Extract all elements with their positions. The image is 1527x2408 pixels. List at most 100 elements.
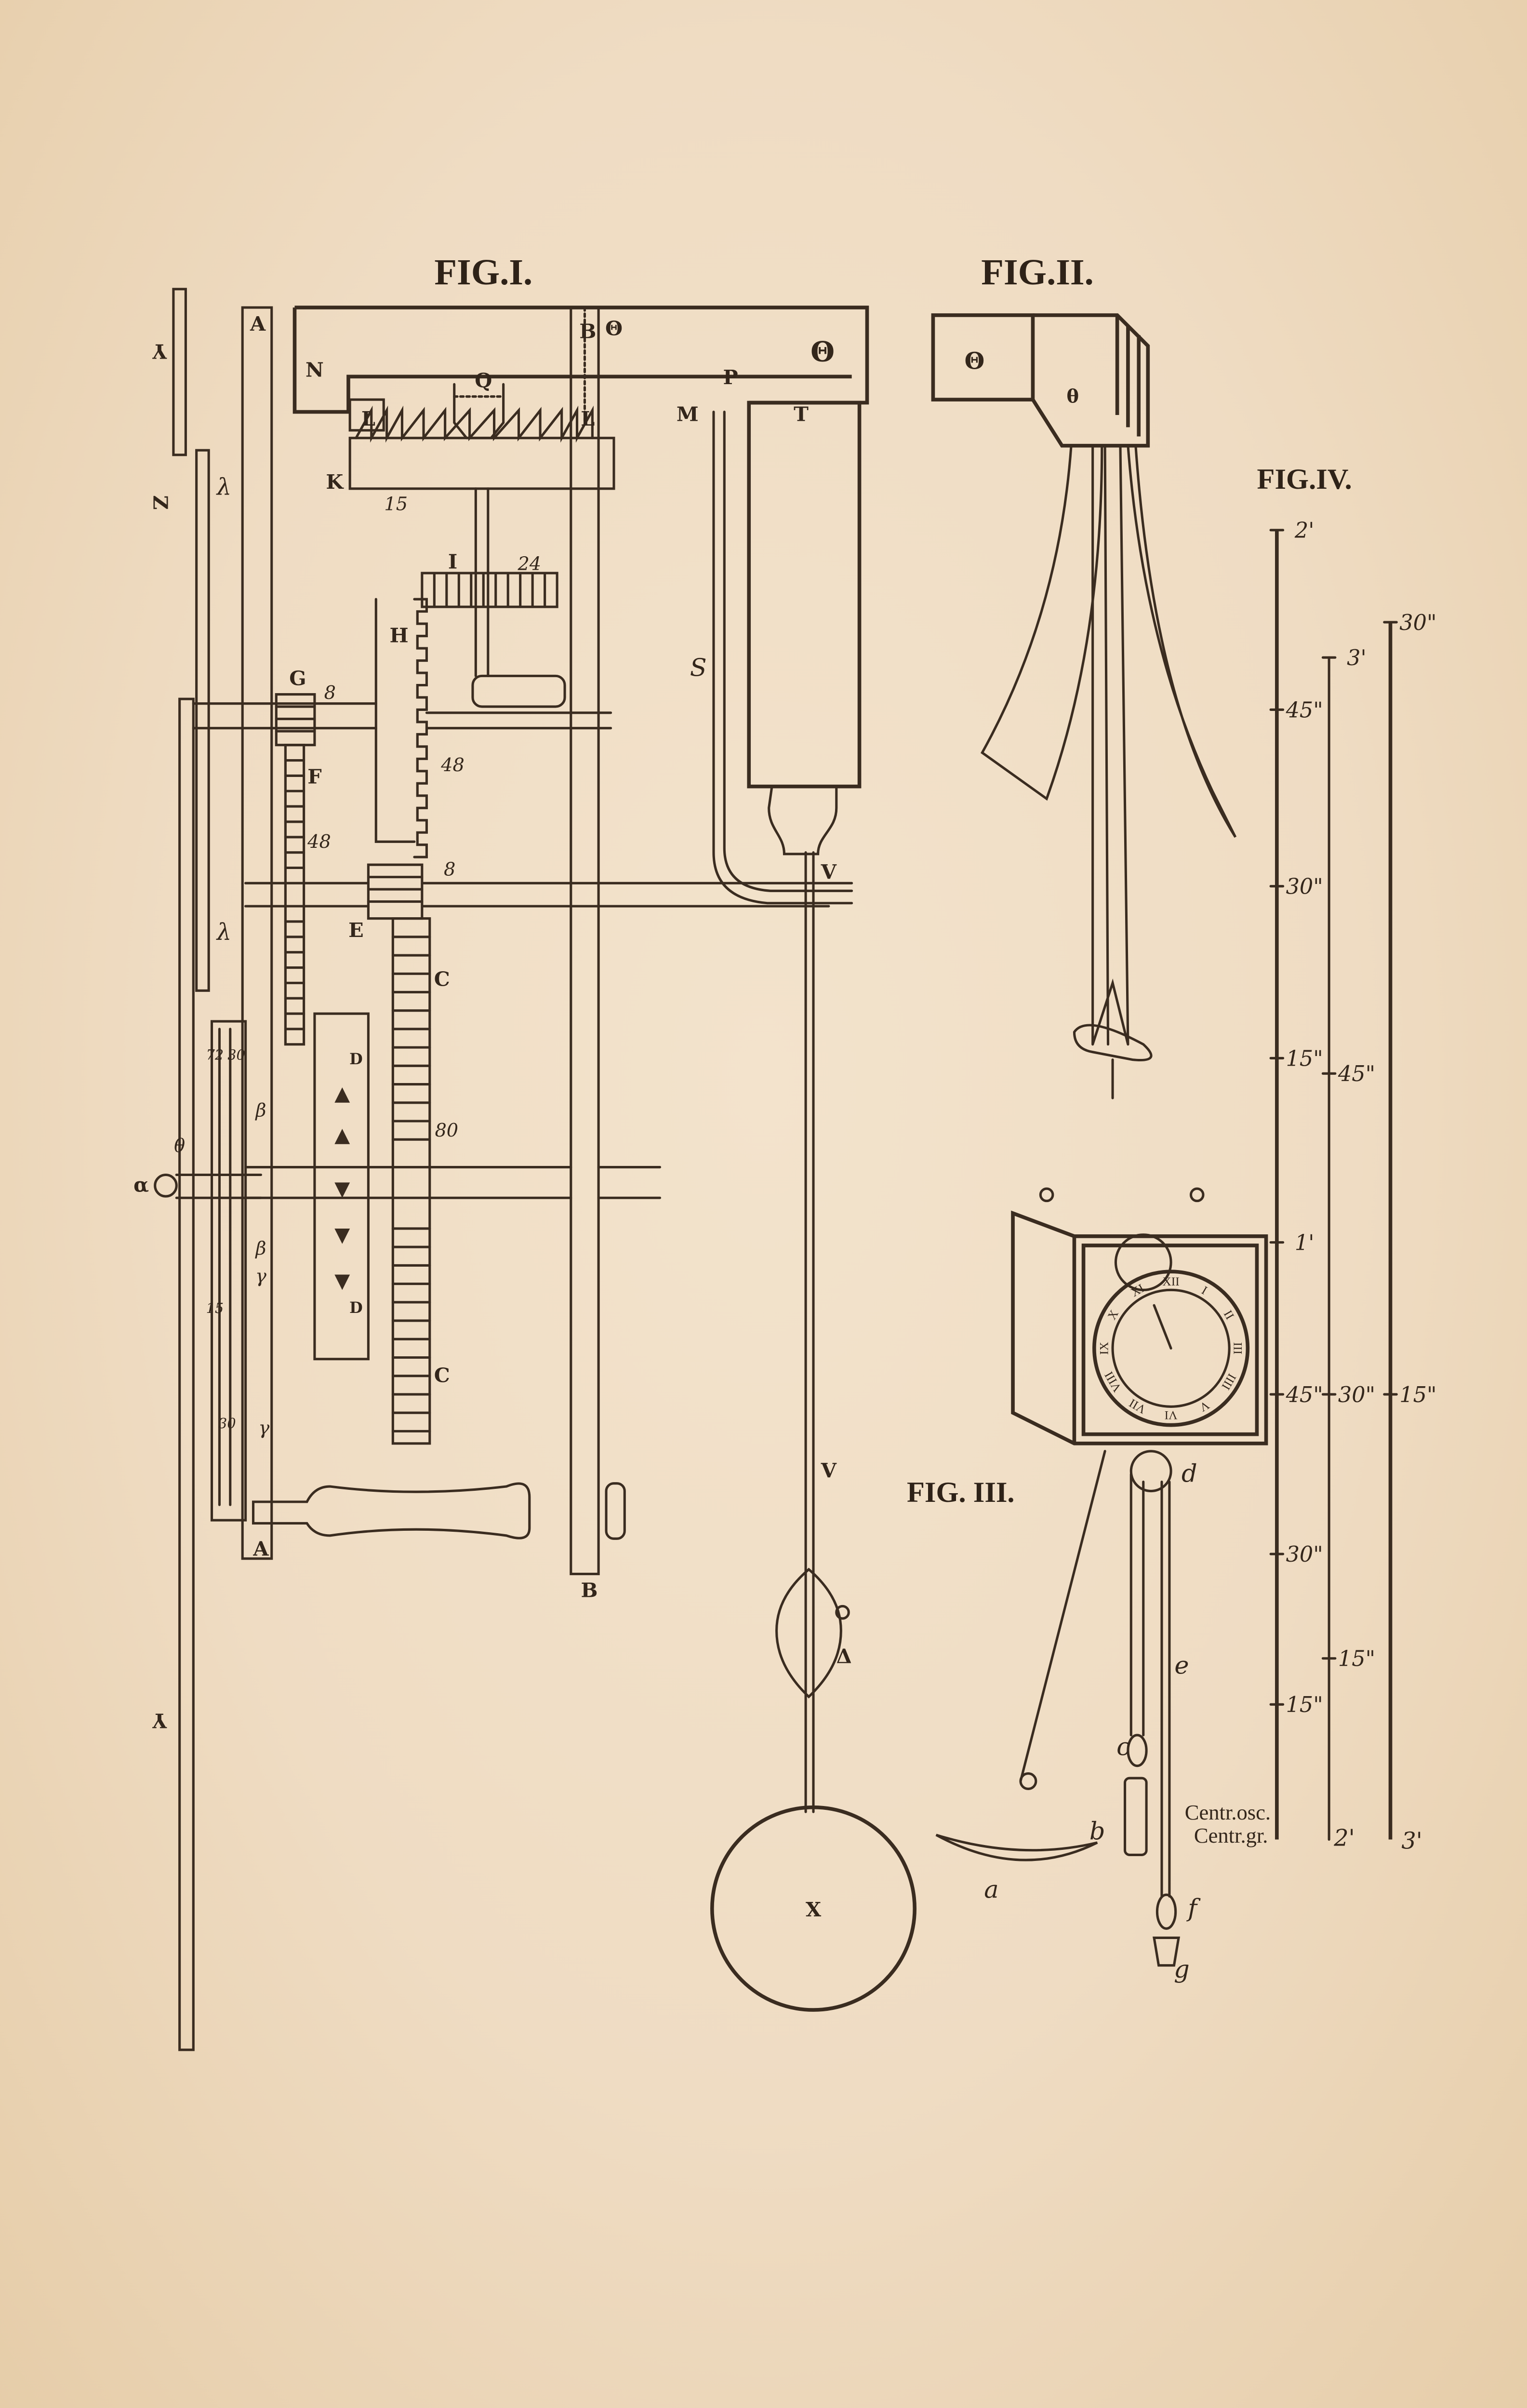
label: 2' (1333, 1825, 1355, 1851)
scale-label: 15" (1286, 1692, 1323, 1717)
weight-b (1124, 1777, 1148, 1856)
label: H (390, 623, 409, 647)
rod-y (172, 288, 187, 456)
plate-a (241, 306, 273, 1560)
label: C (434, 967, 450, 991)
dial-numeral: I (1199, 1283, 1210, 1297)
label: G (289, 666, 306, 690)
fig3-title: FIG. III. (907, 1476, 1015, 1509)
box-t (747, 401, 862, 789)
scale-label: 30" (1286, 1542, 1323, 1567)
cheek-left (981, 444, 1103, 801)
label: Y (152, 1709, 167, 1732)
label: C (434, 1363, 450, 1387)
label: γ (255, 1266, 266, 1287)
label: a (984, 1876, 998, 1904)
dial-numeral: III (1231, 1342, 1245, 1354)
label: λ (216, 919, 231, 946)
label: Q (475, 369, 492, 392)
number: 30 (218, 1415, 236, 1431)
wheel-f (284, 744, 305, 1046)
number: 80 (435, 1120, 459, 1141)
label: I (448, 549, 457, 573)
label: B (579, 320, 596, 343)
label: Y (152, 339, 167, 363)
fig1-title: FIG.I. (434, 252, 532, 293)
dial-numeral: VI (1165, 1408, 1178, 1422)
label-center-oscillation: Centr.osc. (1185, 1800, 1271, 1824)
adjust-screw (835, 1605, 850, 1620)
pinion-e (367, 863, 424, 920)
label: Θ (810, 335, 835, 368)
number: 15 (206, 1300, 224, 1316)
label: g (1174, 1955, 1190, 1984)
label: d (1182, 1459, 1197, 1488)
crown-wheel-k (348, 437, 615, 490)
dial-numeral: V (1197, 1398, 1212, 1415)
scale-label: 45" (1286, 697, 1323, 722)
label: B (581, 1578, 598, 1602)
number: 30 (227, 1047, 245, 1063)
pallet-q (453, 383, 505, 440)
contrate-wheel-h (374, 598, 416, 843)
scale-label: 2' (1294, 518, 1315, 543)
plate-d (313, 1012, 370, 1361)
scale-label: 1' (1295, 1231, 1315, 1256)
number: 48 (440, 755, 465, 776)
dial-numeral: IX (1097, 1342, 1111, 1355)
fig1-labels: A A B B Θ N Q L L M P Θ T K 15 I 24 H G … (133, 312, 852, 1921)
scale-label: 45" (1286, 1382, 1323, 1407)
label: θ (1067, 386, 1079, 407)
scale-label: 15" (1399, 1382, 1436, 1407)
dial-numeral: II (1221, 1308, 1237, 1322)
fig1-clockwork (154, 288, 917, 2051)
label: Θ (605, 316, 623, 340)
scale-label: 30" (1286, 874, 1323, 899)
label: Δ (837, 1644, 852, 1668)
label: S (690, 654, 707, 682)
label: Z (148, 495, 172, 509)
label: D (349, 1298, 363, 1317)
label: L (581, 407, 595, 430)
number: 48 (307, 831, 331, 853)
cheek-right (1127, 444, 1237, 838)
fig4-scales: 2'45"30"15"1'45"30"15"3'45"30"15"30"15" … (1185, 518, 1437, 1855)
scale-label: 15" (1286, 1046, 1323, 1071)
label: K (326, 470, 344, 494)
scale-label: 3' (1347, 645, 1367, 670)
rod-lambda (195, 449, 210, 992)
label: E (348, 918, 364, 942)
number: 8 (324, 682, 336, 704)
label: P (723, 365, 738, 389)
crutch-rod (1019, 1450, 1106, 1783)
wheel-c (391, 917, 431, 1445)
column-b (570, 306, 600, 1576)
label: θ (174, 1136, 185, 1157)
pulley-d (1129, 1450, 1172, 1493)
label: c (1116, 1733, 1130, 1761)
label: N (305, 358, 324, 381)
long-rod (178, 697, 195, 2051)
fig4-title: FIG.IV. (1257, 463, 1352, 495)
fig2-suspension-cheeks: Θ θ (931, 313, 1237, 1099)
anchor-a (935, 1833, 1098, 1861)
weight-g (1153, 1936, 1181, 1967)
label-center-gravity: Centr.gr. (1194, 1823, 1268, 1847)
crutch-s (712, 411, 853, 905)
label: V (821, 1458, 837, 1482)
label: β (254, 1100, 266, 1121)
wheel-i (421, 572, 558, 608)
label: β (254, 1238, 266, 1259)
scale-label: 30" (1338, 1382, 1375, 1407)
number: 8 (444, 859, 455, 880)
pendulum-clamp (768, 785, 838, 856)
label: L (361, 407, 375, 430)
dial-numeral: XII (1162, 1274, 1179, 1288)
barrel-spindle (252, 1482, 531, 1539)
scale-label: 45" (1338, 1061, 1375, 1086)
label: f (1186, 1894, 1201, 1923)
suspension-loop (1073, 1024, 1153, 1061)
